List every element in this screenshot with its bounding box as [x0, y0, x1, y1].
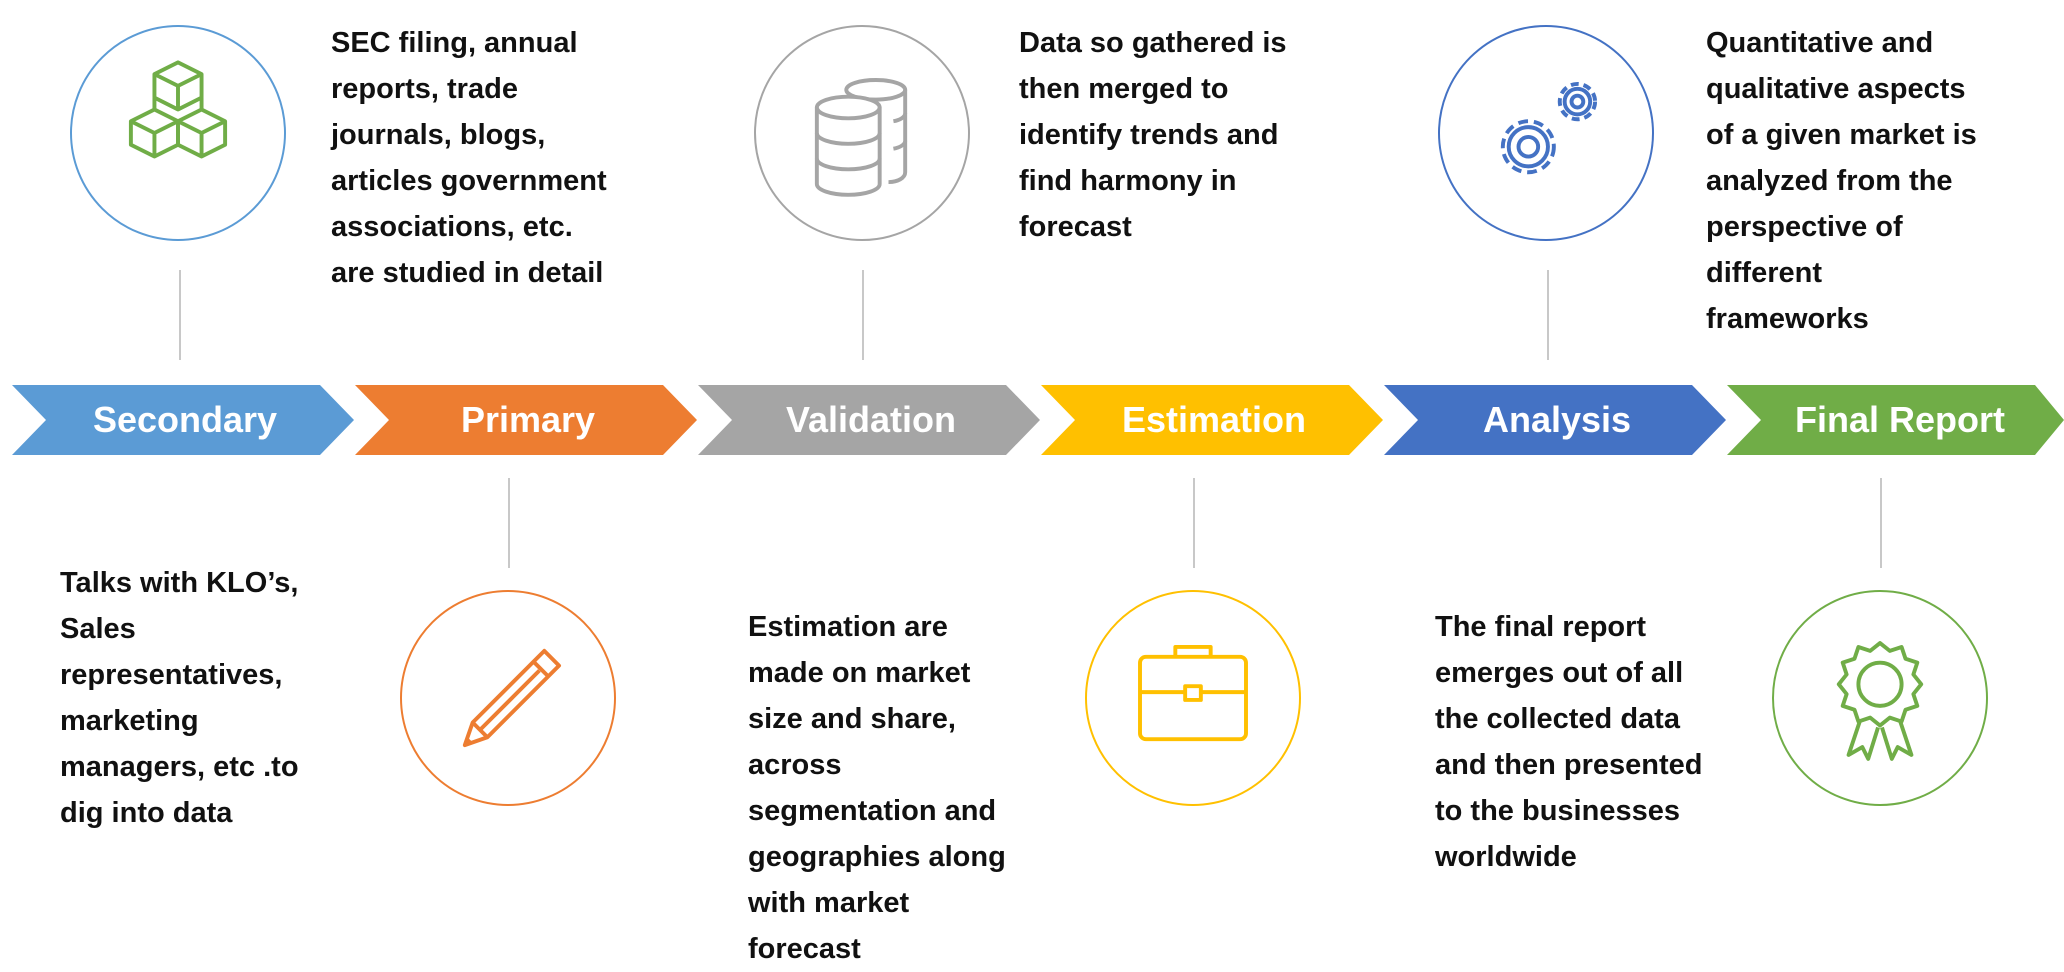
label-primary: Primary [460, 399, 596, 440]
connector-estimation [1193, 478, 1195, 568]
estimation-circle [1085, 590, 1301, 806]
award-icon [1836, 641, 1924, 761]
analysis-description: Quantitative and qualitative aspects of … [1706, 27, 1977, 335]
label-final-report: Final Report [1794, 399, 2005, 440]
arrow-primary [355, 385, 697, 455]
pencil-icon [462, 648, 561, 748]
label-analysis: Analysis [1482, 399, 1632, 440]
arrow-estimation [1041, 385, 1383, 455]
database-icon [814, 78, 908, 197]
connector-primary [508, 478, 510, 568]
secondary-circle [70, 25, 286, 241]
briefcase-icon [1138, 645, 1248, 742]
analysis-circle [1438, 25, 1654, 241]
arrow-validation [698, 385, 1040, 455]
label-secondary: Secondary [92, 399, 278, 440]
primary-circle [400, 590, 616, 806]
final-report-description: The final report emerges out of all the … [1435, 611, 1703, 873]
label-validation: Validation [785, 399, 957, 440]
connector-validation [862, 270, 864, 360]
arrow-secondary [12, 385, 354, 455]
cubes-icon [128, 60, 228, 159]
connector-secondary [179, 270, 181, 360]
gears-icon [1500, 81, 1598, 175]
connector-final-report [1880, 478, 1882, 568]
arrow-analysis [1384, 385, 1726, 455]
estimation-description: Estimation are made on market size and s… [748, 611, 1006, 965]
validation-description: Data so gathered is then merged to ident… [1019, 27, 1287, 243]
primary-description: Talks with KLO’s, Sales representatives,… [60, 567, 299, 829]
label-estimation: Estimation [1121, 399, 1307, 440]
arrow-final-report [1727, 385, 2064, 455]
validation-circle [754, 25, 970, 241]
secondary-description: SEC filing, annual reports, trade journa… [331, 27, 607, 289]
connector-analysis [1547, 270, 1549, 360]
final-report-circle [1772, 590, 1988, 806]
